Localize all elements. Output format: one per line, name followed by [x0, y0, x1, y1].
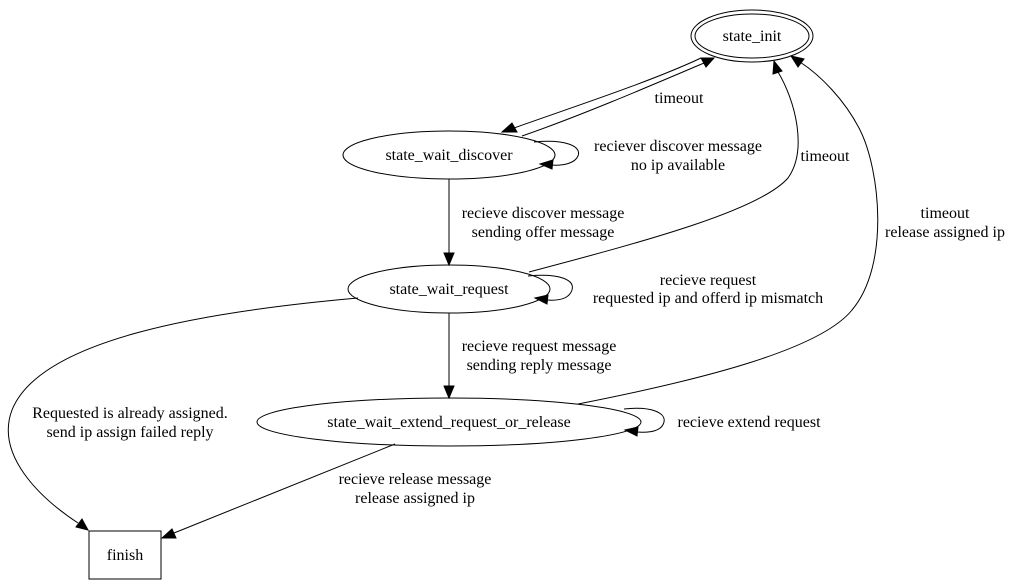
edge-label: recieve request message — [462, 338, 617, 355]
edge-label: no ip available — [631, 157, 725, 174]
edge-label: timeout — [921, 205, 970, 222]
edge-wait-request-timeout: timeout — [528, 59, 850, 273]
edge-wait-extend-timeout: timeout release assigned ip — [577, 55, 1005, 405]
edge-label: reciever discover message — [594, 138, 762, 155]
node-state-wait-request: state_wait_request — [347, 264, 551, 314]
node-state-wait-extend-label: state_wait_extend_request_or_release — [327, 414, 570, 431]
edge-wait-request-to-finish: Requested is already assigned. send ip a… — [7, 297, 359, 531]
edge-wait-extend-self-loop: recieve extend request — [623, 407, 821, 437]
edge-wait-request-self-loop: recieve request requested ip and offerd … — [527, 272, 823, 307]
edge-arrowhead — [772, 59, 783, 75]
edge-arrowhead — [623, 426, 639, 437]
edge-label: recieve request — [660, 272, 757, 289]
edge-label: sending reply message — [467, 357, 612, 374]
edge-arrowhead — [75, 518, 89, 531]
edge-label: release assigned ip — [885, 224, 1005, 241]
edge-wait-discover-to-wait-request: recieve discover message sending offer m… — [443, 179, 625, 267]
node-state-wait-extend-request-or-release: state_wait_extend_request_or_release — [256, 397, 642, 447]
node-state-init-label: state_init — [723, 28, 782, 45]
edge-label: release assigned ip — [355, 490, 475, 507]
edge-label: send ip assign failed reply — [46, 424, 213, 441]
edge-label: recieve discover message — [462, 205, 625, 222]
edge-label: requested ip and offerd ip mismatch — [593, 290, 823, 307]
edge-wait-discover-self-loop: reciever discover message no ip availabl… — [533, 138, 762, 174]
edge-arrowhead — [538, 159, 554, 170]
edge-wait-extend-to-finish: recieve release message release assigned… — [160, 443, 492, 539]
node-state-wait-discover-label: state_wait_discover — [385, 147, 513, 164]
node-state-wait-discover: state_wait_discover — [342, 130, 556, 180]
edge-wait-discover-timeout: timeout — [521, 57, 716, 137]
edge-arrowhead — [789, 55, 805, 68]
edge-arrowhead — [443, 252, 455, 267]
edge-label: recieve extend request — [677, 414, 821, 431]
edge-label: timeout — [801, 148, 850, 165]
edge-arrowhead — [160, 528, 177, 539]
node-finish: finish — [88, 530, 162, 580]
edge-label: recieve release message — [339, 471, 492, 488]
edge-arrowhead — [700, 57, 716, 68]
node-state-wait-request-label: state_wait_request — [389, 281, 509, 298]
node-finish-label: finish — [107, 547, 143, 564]
edge-label: sending offer message — [472, 224, 615, 241]
edge-arrowhead — [533, 294, 549, 305]
edge-arrowhead — [500, 122, 518, 133]
edge-label: timeout — [655, 90, 704, 107]
edge-label: Requested is already assigned. — [32, 405, 228, 422]
node-state-init: state_init — [690, 9, 814, 63]
edge-wait-request-to-wait-extend: recieve request message sending reply me… — [443, 313, 617, 400]
edge-arrowhead — [443, 385, 455, 400]
edge-init-to-wait-discover — [500, 57, 702, 133]
